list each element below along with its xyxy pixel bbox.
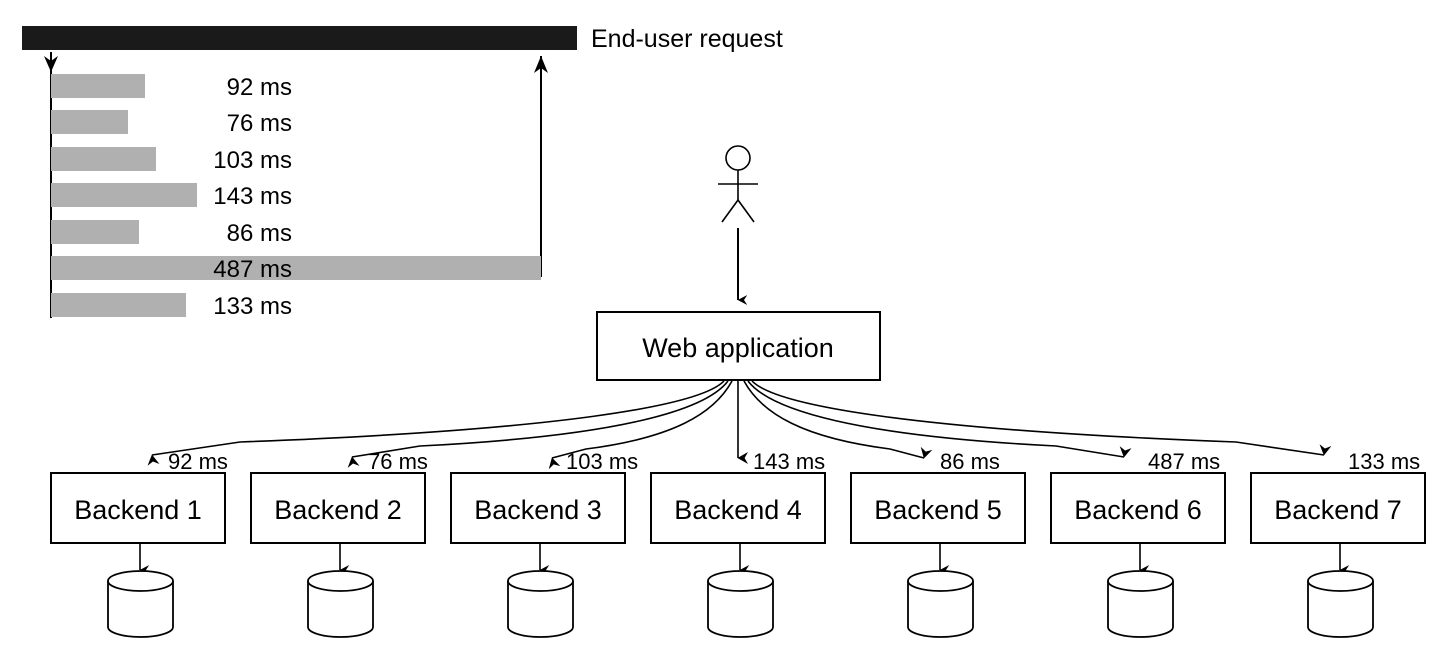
backend-box-3[interactable] — [450, 472, 626, 544]
connector-latency-labels: 92 ms 76 ms 103 ms 143 ms 86 ms 487 ms 1… — [168, 449, 1420, 474]
edge-label-backend-3: 103 ms — [566, 449, 638, 474]
edge-label-backend-7: 133 ms — [1348, 449, 1420, 474]
backend-node-5[interactable]: Backend 5 — [850, 472, 1026, 638]
database-cylinder-7 — [1307, 570, 1374, 638]
edge-label-backend-4: 143 ms — [753, 449, 825, 474]
backend-node-4[interactable]: Backend 4 — [650, 472, 826, 638]
latency-bar-5 — [51, 220, 139, 244]
latency-bar-4 — [51, 183, 197, 207]
end-user-request-bar — [22, 26, 577, 50]
web-application-node[interactable]: Web application — [596, 311, 881, 381]
database-cylinder-3 — [507, 570, 574, 638]
backend-node-6[interactable]: Backend 6 — [1050, 472, 1226, 638]
latency-bar-6 — [51, 256, 541, 280]
latency-bar-2 — [51, 110, 128, 134]
backend-box-2[interactable] — [250, 472, 426, 544]
backend-box-5[interactable] — [850, 472, 1026, 544]
backend-node-3[interactable]: Backend 3 — [450, 472, 626, 638]
web-application-label: Web application — [642, 333, 834, 363]
webapp-to-backend-connectors — [147, 380, 1332, 470]
backend-node-7[interactable]: Backend 7 — [1250, 472, 1426, 638]
database-cylinder-2 — [307, 570, 374, 638]
connector-to-backend-6 — [747, 380, 1132, 458]
database-cylinder-5 — [907, 570, 974, 638]
backend-node-1[interactable]: Backend 1 — [50, 472, 226, 638]
backend-label-5: Backend 5 — [874, 495, 1002, 525]
latency-bar-label-5: 86 ms — [227, 220, 292, 247]
backend-box-4[interactable] — [650, 472, 826, 544]
web-application-box[interactable] — [596, 311, 881, 381]
backend-box-1[interactable] — [50, 472, 226, 544]
latency-bar-3 — [51, 147, 156, 171]
database-cylinder-4 — [707, 570, 774, 638]
backend-label-1: Backend 1 — [74, 495, 202, 525]
end-user-actor-icon — [718, 145, 758, 223]
latency-bar-label-2: 76 ms — [227, 110, 292, 137]
edge-label-backend-5: 86 ms — [940, 449, 1000, 474]
connector-to-backend-2 — [347, 380, 729, 468]
backend-label-2: Backend 2 — [274, 495, 402, 525]
span-start-arrowhead — [44, 56, 58, 72]
latency-waterfall-chart: 92 ms 76 ms 103 ms 143 ms 86 ms 487 ms 1… — [22, 25, 783, 320]
connector-to-backend-5 — [743, 380, 933, 459]
latency-bar-label-6: 487 ms — [213, 256, 292, 283]
database-cylinder-6 — [1107, 570, 1174, 638]
end-user-request-label: End-user request — [591, 25, 783, 53]
backend-label-7: Backend 7 — [1274, 495, 1402, 525]
backend-label-3: Backend 3 — [474, 495, 602, 525]
edge-label-backend-2: 76 ms — [368, 449, 428, 474]
latency-bar-7 — [51, 293, 186, 317]
latency-bar-1 — [51, 74, 145, 98]
latency-bar-label-3: 103 ms — [213, 147, 292, 174]
span-end-arrowhead — [534, 56, 548, 73]
connector-to-backend-3 — [548, 380, 733, 470]
backend-box-6[interactable] — [1050, 472, 1226, 544]
latency-bar-label-4: 143 ms — [213, 183, 292, 210]
database-cylinder-1 — [107, 570, 174, 638]
connector-to-backend-7 — [751, 380, 1332, 456]
backend-box-7[interactable] — [1250, 472, 1426, 544]
backend-node-2[interactable]: Backend 2 — [250, 472, 426, 638]
connector-to-backend-1 — [147, 380, 725, 466]
edge-label-backend-6: 487 ms — [1148, 449, 1220, 474]
latency-bar-label-7: 133 ms — [213, 293, 292, 320]
backend-label-4: Backend 4 — [674, 495, 802, 525]
edge-label-backend-1: 92 ms — [168, 449, 228, 474]
latency-bar-label-1: 92 ms — [227, 74, 292, 101]
backend-label-6: Backend 6 — [1074, 495, 1202, 525]
